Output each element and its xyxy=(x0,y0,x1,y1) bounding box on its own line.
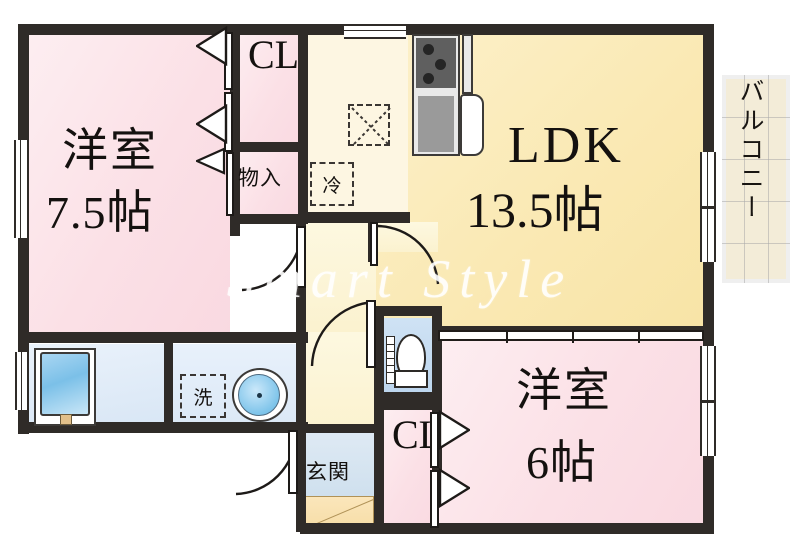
door-washroom-leaf[interactable] xyxy=(288,430,298,494)
refrigerator-label: 冷 xyxy=(322,175,342,197)
wall-cl-storage-divider xyxy=(232,142,302,152)
washing-machine-label: 洗 xyxy=(193,387,213,409)
door-ldk-leaf[interactable] xyxy=(370,222,378,266)
closet-bottom-floor xyxy=(380,410,438,530)
window-room-right xyxy=(700,346,716,456)
room-right-floor xyxy=(438,336,706,526)
closet-top-arrow-lower xyxy=(196,104,228,144)
genkan-label: 玄関 xyxy=(306,460,350,484)
kitchen-side-panel xyxy=(462,34,473,94)
overhead-cabinet xyxy=(348,104,391,147)
wall-washroom-bottom xyxy=(160,422,308,433)
wall-kitchen-bottom xyxy=(300,212,410,223)
stove-top xyxy=(416,38,456,88)
wall-storage-bottom xyxy=(232,214,302,224)
toilet-paper-holder xyxy=(386,336,395,384)
ldk-name: LDK xyxy=(508,117,624,174)
washing-machine-space: 洗 xyxy=(180,374,226,418)
wall-bath-washroom-divider xyxy=(164,340,173,428)
window-kitchen-top xyxy=(344,24,406,39)
bathtub-faucet xyxy=(60,414,72,425)
hallway-floor-lower xyxy=(300,332,376,432)
room-left-floor xyxy=(26,32,230,338)
wall-hall-left xyxy=(296,224,306,532)
closet-bottom-door-leaf-lower[interactable] xyxy=(430,470,439,528)
wall-kitchen-left xyxy=(298,24,308,224)
hallway-floor xyxy=(300,222,376,332)
closet-bottom-door-leaf-upper[interactable] xyxy=(430,412,439,468)
balcony-sliding-door[interactable] xyxy=(700,152,716,262)
closet-top-floor xyxy=(232,32,300,160)
wall-cl-bottom-left xyxy=(374,400,384,532)
window-bathroom xyxy=(15,352,29,410)
wall-cl-bottom-top xyxy=(376,400,440,410)
wall-top-left xyxy=(18,24,308,35)
oven-unit xyxy=(418,96,454,152)
door-hallway-mid-leaf[interactable] xyxy=(366,300,376,368)
sliding-door-ldk-room-right[interactable] xyxy=(438,330,704,343)
balcony-label: バルコニー xyxy=(736,78,763,223)
wall-genkan-top xyxy=(296,424,380,433)
closet-bottom-arrow-upper xyxy=(438,410,470,450)
storage-door[interactable] xyxy=(226,152,234,216)
closet-top-arrow-upper xyxy=(196,26,228,66)
bathtub xyxy=(40,352,90,416)
toilet-tank xyxy=(394,370,428,388)
closet-bottom-arrow-lower xyxy=(438,468,470,508)
ldk-size: 13.5帖 xyxy=(466,182,604,238)
door-ldk-swing[interactable] xyxy=(376,224,442,286)
balcony-area xyxy=(722,75,790,283)
wall-room-left-right xyxy=(230,24,240,236)
closet-top-label: CL xyxy=(248,32,300,77)
wall-bottom-right xyxy=(300,523,714,534)
room-left-name: 洋室 xyxy=(62,125,158,176)
door-room-left-leaf[interactable] xyxy=(296,226,306,288)
wash-basin-drain xyxy=(257,393,262,398)
storage-floor xyxy=(232,152,300,218)
closet-bottom-label: CL xyxy=(392,412,444,457)
wall-toilet-left xyxy=(374,306,384,402)
genkan-floor xyxy=(300,430,376,496)
refrigerator-space: 冷 xyxy=(310,162,354,206)
room-left-size: 7.5帖 xyxy=(46,187,154,238)
wall-toilet-top xyxy=(376,306,442,316)
wall-toilet-bottom xyxy=(376,392,442,401)
window-room-left xyxy=(14,140,29,238)
storage-arrow xyxy=(196,147,226,175)
room-right-name: 洋室 xyxy=(516,365,612,416)
door-hallway-mid-swing[interactable] xyxy=(306,300,376,370)
room-right-size: 6帖 xyxy=(526,437,597,488)
wall-toilet-right xyxy=(432,306,442,402)
kitchen-floor xyxy=(300,32,408,220)
storage-label: 物入 xyxy=(238,166,282,190)
door-room-left-swing[interactable] xyxy=(238,228,304,294)
wall-top-right xyxy=(300,24,714,35)
wall-bath-top xyxy=(18,332,308,343)
kitchen-sink xyxy=(460,94,484,156)
